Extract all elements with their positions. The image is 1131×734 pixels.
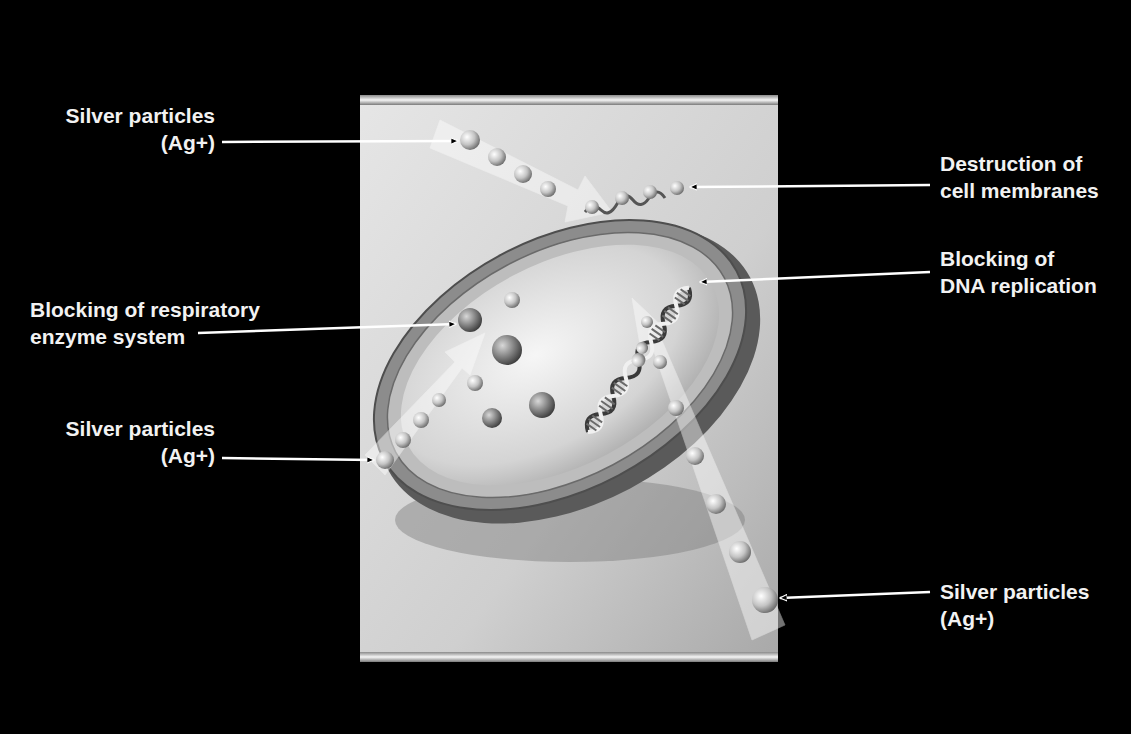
silver-ion (629, 350, 648, 369)
dna-helix (580, 282, 695, 436)
silver-ion (376, 451, 394, 469)
callout-label: Blocking of respiratory enzyme system (30, 296, 270, 350)
metal-bar (360, 652, 778, 662)
callout-label: Silver particles (Ag+) (25, 102, 215, 156)
silver-ion (504, 292, 520, 308)
callout-label: Destruction of cell membranes (940, 150, 1120, 204)
silver-beam (430, 120, 612, 222)
metal-bar (360, 95, 778, 105)
silver-ion (653, 355, 667, 369)
leader-arrow (222, 141, 458, 142)
silver-ion (686, 447, 704, 465)
silver-ions (376, 130, 778, 613)
silver-beam (365, 333, 485, 475)
leader-arrow (198, 324, 456, 333)
dna-strand (582, 284, 694, 436)
dna-strand (582, 284, 694, 436)
callout-label: Silver particles (Ag+) (25, 415, 215, 469)
silver-ion (706, 494, 726, 514)
enzyme-blocked (529, 392, 555, 418)
silver-ion (634, 339, 651, 356)
silver-ion (752, 587, 778, 613)
silver-ion (643, 185, 657, 199)
silver-beam (632, 298, 785, 640)
dna-rungs (586, 289, 692, 431)
cell-membrane (343, 178, 778, 552)
leader-arrow (690, 185, 930, 187)
enzyme-blocked (458, 308, 482, 332)
leader-arrow (700, 272, 930, 282)
enzyme-blocked (482, 408, 502, 428)
silver-ion (413, 412, 429, 428)
silver-ion (432, 393, 446, 407)
silver-ion (729, 541, 751, 563)
silver-ion (467, 375, 483, 391)
callout-label: Silver particles (Ag+) (940, 578, 1120, 632)
callout-label: Blocking of DNA replication (940, 245, 1102, 299)
silver-ion (641, 316, 653, 328)
silver-ion (670, 181, 684, 195)
leader-arrow (780, 592, 930, 598)
silver-ion (615, 191, 629, 205)
leader-arrows (198, 141, 930, 598)
silver-ion (395, 432, 411, 448)
leader-arrow (222, 458, 374, 460)
cell-wall (325, 161, 796, 570)
silver-ion (540, 181, 556, 197)
enzyme-blocked (492, 335, 522, 365)
silver-ion (514, 165, 532, 183)
silver-ion (488, 148, 506, 166)
silver-ion (460, 130, 480, 150)
silver-ion (585, 200, 599, 214)
silver-ion (668, 400, 684, 416)
